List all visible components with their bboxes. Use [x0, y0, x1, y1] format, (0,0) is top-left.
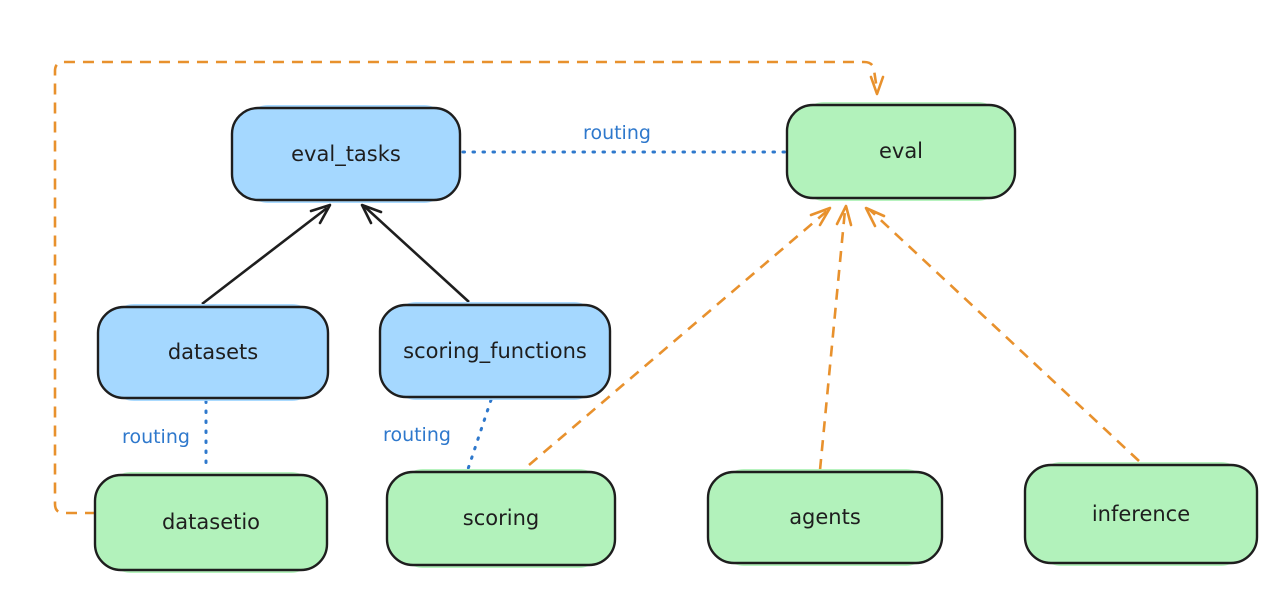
- node-scoring-functions-label: scoring_functions: [403, 339, 587, 364]
- node-agents-label: agents: [789, 505, 861, 529]
- edge-label-routing-mid: routing: [383, 424, 451, 446]
- node-datasets-label: datasets: [168, 340, 258, 364]
- node-datasetio-label: datasetio: [162, 510, 260, 534]
- node-eval: eval: [785, 102, 1017, 201]
- edge-datasets-to-eval-tasks-arrowhead: [309, 203, 332, 225]
- node-eval-tasks-label: eval_tasks: [291, 142, 401, 167]
- edge-label-routing-left: routing: [122, 426, 190, 448]
- node-eval-label: eval: [879, 139, 923, 163]
- node-agents: agents: [706, 469, 944, 566]
- edge-scoring-to-eval: [528, 210, 828, 466]
- edge-agents-to-eval-arrowhead: [835, 204, 853, 227]
- edge-scoring-to-eval-arrowhead: [809, 206, 832, 227]
- edge-label-routing-top: routing: [583, 122, 651, 144]
- edge-agents-to-eval: [818, 209, 847, 471]
- node-scoring-label: scoring: [463, 506, 539, 530]
- edge-datasets-to-eval-tasks: [201, 206, 328, 306]
- edge-datasetio-to-eval-arrowhead: [869, 75, 885, 96]
- edge-datasetio-to-eval: [53, 60, 879, 515]
- node-scoring-functions: scoring_functions: [378, 302, 612, 400]
- node-datasets: datasets: [96, 304, 330, 401]
- edge-scoring-functions-to-eval-tasks: [364, 206, 470, 303]
- node-inference: inference: [1023, 462, 1259, 566]
- node-scoring: scoring: [385, 469, 617, 568]
- edge-scoring-functions-to-eval-tasks-arrowhead: [360, 203, 383, 225]
- node-datasetio: datasetio: [93, 472, 329, 573]
- edge-routing-scoring-functions-scoring: [466, 398, 493, 471]
- node-inference-label: inference: [1092, 502, 1190, 526]
- node-eval-tasks: eval_tasks: [230, 105, 462, 203]
- edge-inference-to-eval: [869, 209, 1140, 462]
- edge-inference-to-eval-arrowhead: [864, 206, 886, 228]
